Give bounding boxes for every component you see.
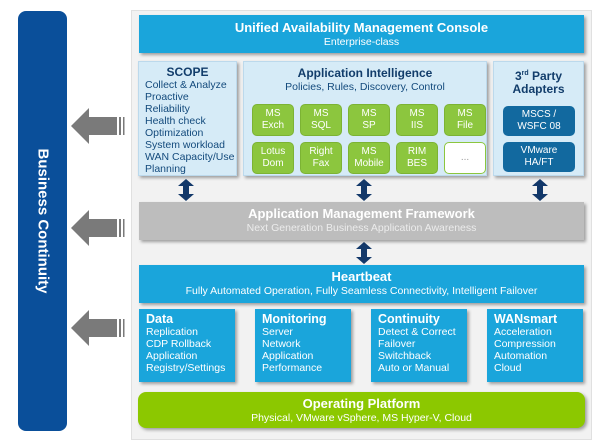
app-tile-line: Fax — [312, 158, 330, 169]
app-tile-line: MS — [265, 108, 281, 119]
service-item: Detect & Correct — [378, 326, 456, 338]
app-intelligence-subtitle: Policies, Rules, Discovery, Control — [285, 81, 445, 93]
app-tile-line: MS — [409, 108, 425, 119]
service-item: Cloud — [494, 362, 522, 374]
arrow-left-icon — [71, 210, 125, 246]
adapter-line: HA/FT — [524, 157, 554, 168]
service-item: Application — [146, 350, 198, 362]
app-tile-line: Lotus — [260, 146, 286, 157]
service-box-data: Data Replication CDP Rollback Applicatio… — [139, 309, 235, 382]
adapter-line: MSCS / — [521, 109, 557, 120]
scope-item: WAN Capacity/Use — [145, 151, 235, 163]
service-item: Application — [262, 350, 314, 362]
scope-item: Health check — [145, 115, 206, 127]
arrow-left-icon — [71, 310, 125, 346]
app-tile-line: RIM — [407, 146, 427, 157]
application-management-framework-box: Application Management Framework Next Ge… — [139, 202, 584, 240]
adapter-line: WSFC 08 — [517, 121, 561, 132]
service-title: Continuity — [378, 312, 440, 326]
app-tile-line: SQL — [310, 120, 331, 131]
title-part: Adapters — [512, 82, 565, 96]
title-part: Party — [528, 69, 563, 83]
service-item: Compression — [494, 338, 556, 350]
heartbeat-box: Heartbeat Fully Automated Operation, Ful… — [139, 265, 584, 303]
app-intelligence-title: Application Intelligence — [297, 66, 433, 80]
app-tile-line: File — [456, 120, 474, 131]
framework-title: Application Management Framework — [248, 206, 475, 221]
service-item: Failover — [378, 338, 416, 350]
service-item: Registry/Settings — [146, 362, 226, 374]
scope-item: Collect & Analyze — [145, 79, 227, 91]
scope-item: Planning — [145, 163, 186, 175]
business-continuity-bar: Business Continuity — [18, 11, 67, 431]
service-item: CDP Rollback — [146, 338, 212, 350]
management-console-box: Unified Availability Management Console … — [139, 15, 584, 53]
operating-platform-box: Operating Platform Physical, VMware vSph… — [138, 392, 585, 428]
service-box-continuity: Continuity Detect & Correct Failover Swi… — [371, 309, 467, 382]
adapter-line: VMware — [520, 145, 558, 156]
app-tile-line: IIS — [410, 120, 424, 131]
service-item: Server — [262, 326, 293, 338]
service-box-wansmart: WANsmart Acceleration Compression Automa… — [487, 309, 583, 382]
double-arrow-icon — [178, 179, 194, 201]
scope-panel: SCOPE Collect & Analyze Proactive Reliab… — [138, 61, 237, 176]
service-item: Auto or Manual — [378, 362, 450, 374]
service-box-monitoring: Monitoring Server Network Application Pe… — [255, 309, 351, 382]
app-tile-line: MS — [361, 108, 377, 119]
service-title: Data — [146, 312, 174, 326]
double-arrow-icon — [356, 179, 372, 201]
framework-subtitle: Next Generation Business Application Awa… — [246, 222, 477, 234]
scope-title: SCOPE — [166, 65, 209, 79]
scope-item: Proactive Reliability — [145, 91, 190, 115]
service-title: Monitoring — [262, 312, 327, 326]
third-party-title: 3rd Party Adapters — [494, 67, 583, 96]
app-tile-line: Dom — [262, 158, 284, 169]
app-tile-line: ... — [460, 152, 470, 163]
app-tile-line: MS — [361, 146, 377, 157]
service-item: Replication — [146, 326, 198, 338]
app-tile-line: MS — [457, 108, 473, 119]
service-item: Network — [262, 338, 301, 350]
console-subtitle: Enterprise-class — [323, 36, 400, 48]
adapter-mscs-wsfc: MSCS / WSFC 08 — [503, 106, 575, 136]
app-tile-more: ... — [444, 142, 486, 174]
application-intelligence-panel: Application Intelligence Policies, Rules… — [243, 61, 487, 176]
service-title: WANsmart — [494, 312, 558, 326]
arrow-left-icon — [71, 108, 125, 144]
app-tile-line: MS — [313, 108, 329, 119]
app-tile-line: Mobile — [354, 158, 384, 169]
title-part: 3 — [514, 69, 522, 83]
business-continuity-label: Business Continuity — [34, 148, 51, 294]
service-item: Switchback — [378, 350, 432, 362]
platform-title: Operating Platform — [302, 396, 421, 411]
double-arrow-icon — [356, 242, 372, 264]
service-item: Acceleration — [494, 326, 552, 338]
platform-subtitle: Physical, VMware vSphere, MS Hyper-V, Cl… — [251, 412, 472, 424]
heartbeat-subtitle: Fully Automated Operation, Fully Seamles… — [185, 285, 538, 297]
app-tile-line: SP — [362, 120, 376, 131]
app-tile-line: Exch — [261, 120, 285, 131]
scope-item: System workload — [145, 139, 225, 151]
heartbeat-title: Heartbeat — [331, 269, 392, 284]
double-arrow-icon — [532, 179, 548, 201]
scope-item: Optimization — [145, 127, 204, 139]
console-title: Unified Availability Management Console — [234, 20, 489, 35]
title-sup: rd — [521, 70, 529, 77]
service-item: Automation — [494, 350, 548, 362]
app-tile-line: BES — [406, 158, 427, 169]
app-tile-line: Right — [309, 146, 333, 157]
third-party-adapters-panel: 3rd Party Adapters MSCS / WSFC 08 VMware… — [493, 61, 584, 176]
service-item: Performance — [262, 362, 323, 374]
adapter-vmware-haft: VMware HA/FT — [503, 142, 575, 172]
